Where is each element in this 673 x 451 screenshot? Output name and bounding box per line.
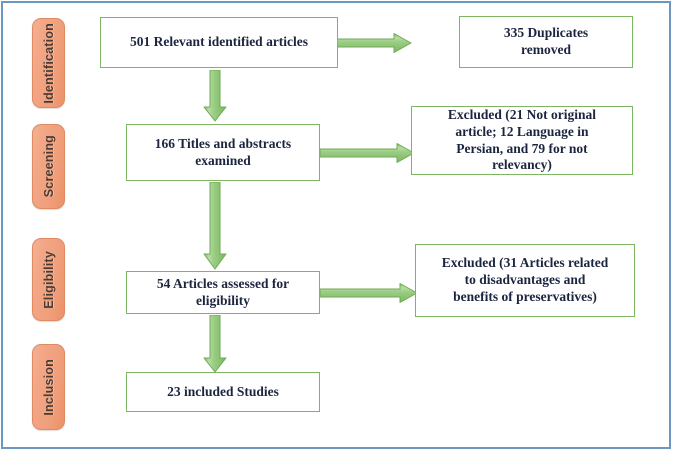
node-duplicates-removed-text: 335 Duplicates removed [503, 25, 589, 57]
stage-label-inclusion: Inclusion [32, 344, 65, 430]
arrow-eligibility-to-excluded [320, 283, 418, 303]
node-relevant-identified-articles-text: 501 Relevant identified articles [129, 34, 309, 50]
node-articles-assessed-eligibility: 54 Articles assessed for eligibility [126, 271, 320, 314]
stage-label-screening: Screening [32, 124, 65, 209]
arrow-identified-to-duplicates [337, 33, 412, 53]
stage-label-identification: Identification [32, 18, 65, 108]
arrow-screened-to-eligibility [203, 182, 227, 270]
arrow-screened-to-excluded [320, 143, 415, 163]
stage-label-eligibility: Eligibility [32, 238, 65, 321]
stage-label-inclusion-text: Inclusion [41, 358, 56, 416]
node-excluded-eligibility: Excluded (31 Articles related to disadva… [415, 244, 635, 317]
stage-label-screening-text: Screening [41, 135, 56, 198]
node-included-studies: 23 included Studies [126, 372, 320, 412]
arrow-identified-to-screened [203, 70, 227, 122]
node-titles-abstracts-examined: 166 Titles and abstracts examined [126, 124, 320, 181]
page-border-inner [6, 6, 666, 444]
node-included-studies-text: 23 included Studies [167, 383, 279, 399]
node-duplicates-removed: 335 Duplicates removed [459, 16, 633, 68]
node-excluded-screening-text: Excluded (21 Not original article; 12 La… [447, 106, 597, 173]
node-articles-assessed-eligibility-text: 54 Articles assessed for eligibility [156, 275, 290, 308]
node-excluded-screening: Excluded (21 Not original article; 12 La… [411, 106, 633, 175]
stage-label-identification-text: Identification [41, 22, 56, 104]
node-relevant-identified-articles: 501 Relevant identified articles [100, 17, 338, 68]
node-titles-abstracts-examined-text: 166 Titles and abstracts examined [154, 135, 292, 168]
stage-label-eligibility-text: Eligibility [41, 250, 56, 309]
node-excluded-eligibility-text: Excluded (31 Articles related to disadva… [441, 255, 609, 304]
arrow-eligibility-to-included [203, 315, 227, 373]
